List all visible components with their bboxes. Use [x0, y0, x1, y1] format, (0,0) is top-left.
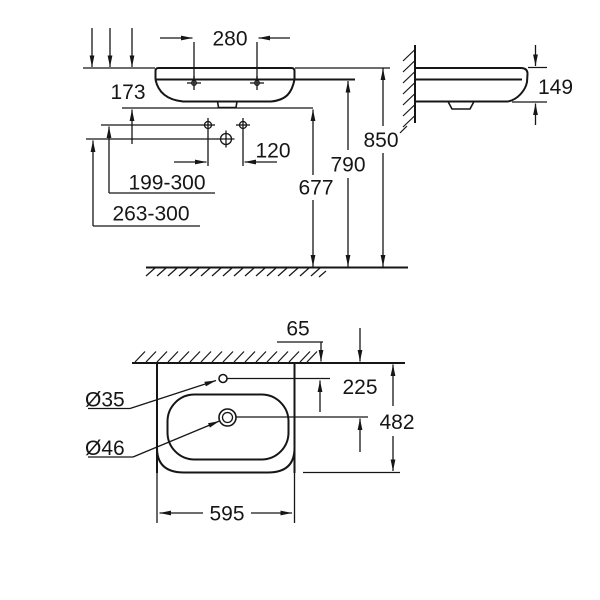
basin-top-front-edge [156, 447, 296, 474]
drain-inner-circle [221, 411, 234, 424]
top-view: 65 225 482 595 Ø35 [85, 318, 415, 526]
dim-label-850: 850 [363, 129, 398, 152]
dimension-482: 482 [379, 364, 415, 471]
fixing-hole-mark-left [187, 76, 201, 90]
front-view: 280 173 [83, 28, 408, 278]
dimension-149: 149 [512, 45, 573, 125]
dim-label-dia46: Ø46 [85, 437, 125, 460]
tap-hole [218, 373, 228, 384]
supply-hole-mark-left [201, 118, 215, 132]
supply-hole-mark-right [236, 118, 250, 132]
callout-drain-diameter: Ø46 [85, 420, 220, 460]
dim-label-dia35: Ø35 [85, 389, 125, 412]
dimension-850: 850 [363, 68, 399, 267]
drain-outer-circle [218, 408, 237, 427]
dimension-263-300: 263-300 [90, 140, 200, 227]
dim-label-263-300: 263-300 [112, 203, 189, 226]
wall-hatching-side [399, 49, 415, 134]
basin-top-inner-rim [166, 393, 290, 461]
dimension-790: 790 [330, 81, 366, 267]
dimension-280: 280 [160, 28, 290, 79]
dim-label-65: 65 [286, 318, 309, 341]
basin-front-rim-outline [154, 67, 296, 80]
drain-crosshair-mark [217, 130, 235, 148]
dimension-173: 173 [110, 81, 146, 144]
dimension-225: 225 [342, 328, 378, 452]
wall-hatching-top-view [134, 351, 318, 363]
basin-front-bowl-outline [154, 79, 296, 103]
dim-label-677: 677 [298, 177, 333, 200]
callout-tap-hole-diameter: Ø35 [85, 379, 217, 412]
dim-label-595: 595 [209, 503, 244, 526]
dim-label-225: 225 [342, 376, 377, 399]
dim-label-173: 173 [110, 81, 145, 104]
side-view: 149 [399, 45, 573, 134]
dim-label-790: 790 [330, 154, 365, 177]
dim-label-149: 149 [538, 76, 573, 99]
dim-label-280: 280 [212, 28, 247, 51]
basin-side-outlet-tab [447, 101, 475, 110]
dimension-595: 595 [156, 473, 296, 526]
dimension-199-300: 199-300 [106, 126, 215, 195]
dimension-677: 677 [298, 109, 334, 267]
dimension-65: 65 [277, 318, 324, 412]
dim-label-120: 120 [255, 140, 290, 163]
dim-label-199-300: 199-300 [128, 172, 205, 195]
dim-label-482: 482 [379, 411, 414, 434]
dimension-120: 120 [174, 132, 291, 166]
basin-side-front-edge [507, 67, 529, 103]
floor-hatching [145, 267, 327, 278]
